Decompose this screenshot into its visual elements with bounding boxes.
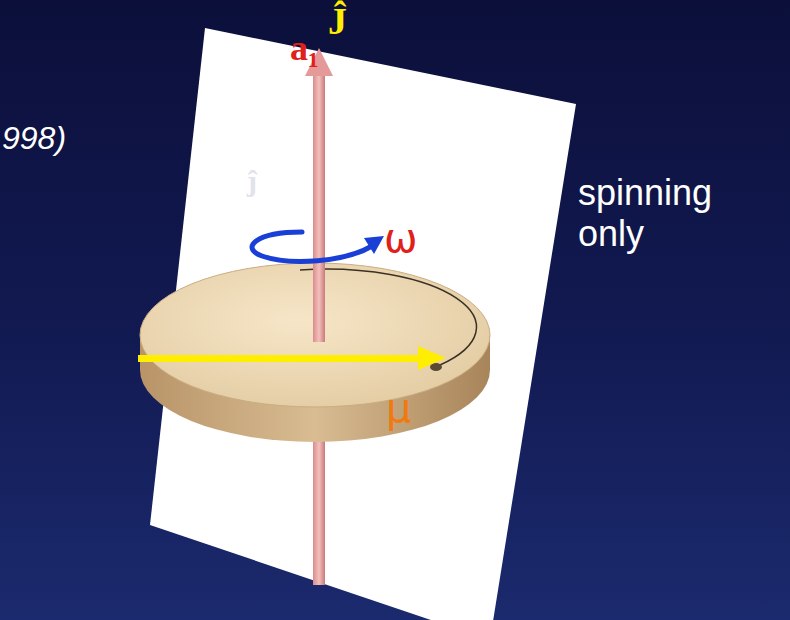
rotation-arrow: [252, 232, 372, 261]
omega-label: ω: [384, 218, 418, 258]
mu-label: μ: [386, 388, 411, 428]
disk-groove: [300, 269, 476, 365]
rotation-arrowhead: [364, 236, 384, 254]
a1-label: a₁: [290, 30, 319, 66]
disk-hole: [430, 363, 442, 371]
axis-rod-upper: [313, 72, 325, 342]
faint-j-hat: ĵ: [247, 166, 257, 196]
j-hat-label: Ĵ: [328, 2, 347, 40]
spinning-note: spinning only: [578, 172, 768, 255]
citation-fragment: 998): [2, 122, 66, 154]
mu-arrowhead: [418, 346, 446, 370]
mu-arrow-shaft: [138, 355, 423, 362]
